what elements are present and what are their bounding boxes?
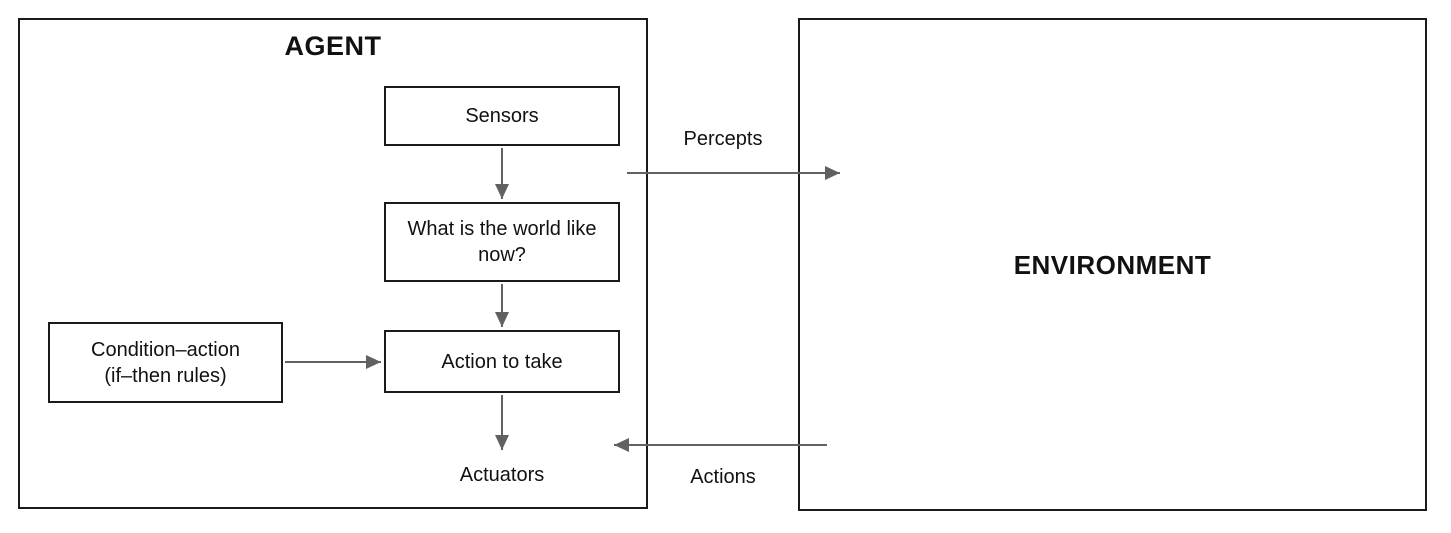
actuators-label: Actuators [459, 464, 545, 486]
percepts-label: Percepts [683, 128, 763, 150]
environment-box [798, 18, 1427, 511]
action-to-take-node: Action to take [384, 330, 620, 393]
condition-action-node: Condition–action (if–then rules) [48, 322, 283, 403]
environment-title: ENVIRONMENT [1013, 250, 1212, 280]
actions-label: Actions [690, 466, 756, 488]
world-state-node: What is the world like now? [384, 202, 620, 282]
sensors-node: Sensors [384, 86, 620, 146]
agent-title: AGENT [284, 31, 382, 61]
